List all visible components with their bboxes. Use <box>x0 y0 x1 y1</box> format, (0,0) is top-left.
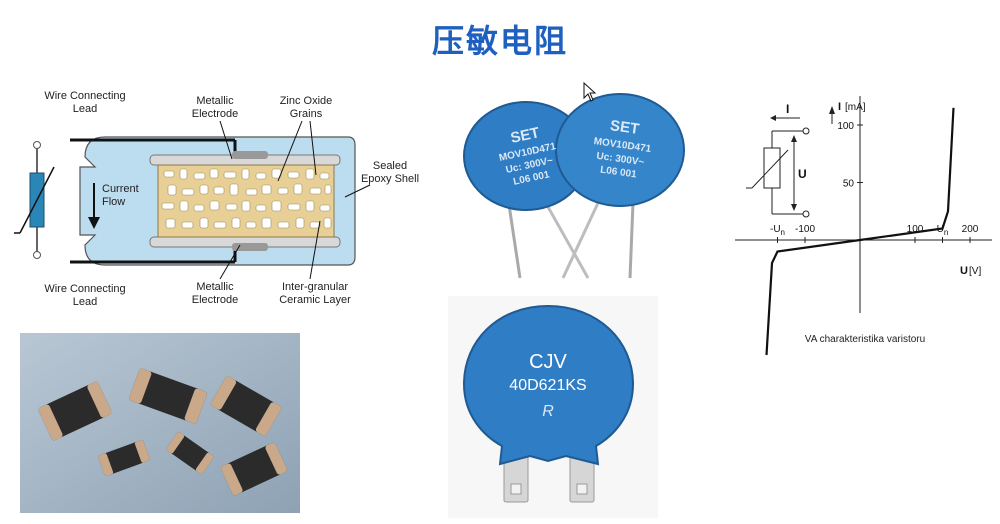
zinc-oxide-label-1: Zinc Oxide <box>280 95 333 107</box>
big-mov-brand: CJV <box>529 351 567 373</box>
intergranular-label-1: Inter-granular <box>282 281 348 293</box>
x-axis-label: U <box>960 265 968 277</box>
metallic-electrode-bottom-label-2: Electrode <box>192 294 238 306</box>
x-tick-label: 100 <box>907 224 924 235</box>
va-caption: VA charakteristika varistoru <box>805 334 925 345</box>
big-mov-model: 40D621KS <box>509 377 586 394</box>
wire-lead-bottom-label-1: Wire Connecting <box>44 283 125 295</box>
zinc-oxide-grains <box>161 168 332 229</box>
va-circuit <box>746 115 810 218</box>
circuit-current-label: I <box>786 102 789 116</box>
x-tick-label: Un <box>937 224 949 237</box>
current-flow-label-1: Current <box>102 183 139 195</box>
x-tick-label: 200 <box>962 224 979 235</box>
mouse-pointer-icon <box>583 82 597 102</box>
disc-varistors-photo: SET MOV10D471 Uc: 300V~ L06 001 SET MOV1… <box>463 93 685 279</box>
va-curve <box>765 107 955 356</box>
circuit-voltage-label: U <box>798 167 807 181</box>
varistor-symbol-icon <box>14 141 55 259</box>
large-varistor-photo: CJV 40D621KS R <box>448 296 658 518</box>
metallic-electrode-top-label-1: Metallic <box>196 95 234 107</box>
current-flow-arrow-icon <box>88 183 100 229</box>
varistor-cross-section-diagram: Current Flow Wire Connecting Lead Wire C… <box>14 90 419 308</box>
intergranular-label-2: Ceramic Layer <box>279 294 351 306</box>
wire-lead-top-label-2: Lead <box>73 103 97 115</box>
y-tick-label: 100 <box>837 121 854 132</box>
wire-lead-bottom-label-2: Lead <box>73 296 97 308</box>
sealed-shell-label-2: Epoxy Shell <box>361 173 419 185</box>
y-axis-label: I <box>838 101 841 113</box>
y-axis-unit: [mA] <box>845 102 866 113</box>
x-tick-label: -Un <box>770 224 785 237</box>
sealed-shell-label-1: Sealed <box>373 160 407 172</box>
zinc-oxide-label-2: Grains <box>290 108 323 120</box>
x-axis-unit: [V] <box>969 266 981 277</box>
ul-mark-icon: R <box>542 403 554 420</box>
mov-left-brand: SET <box>509 124 541 147</box>
metallic-electrode-top-label-2: Electrode <box>192 108 238 120</box>
mov-right-brand: SET <box>609 117 640 138</box>
x-tick-label: -100 <box>795 224 815 235</box>
current-flow-label-2: Flow <box>102 196 125 208</box>
smd-varistors-photo <box>20 333 300 513</box>
mov-right-lot: L06 001 <box>599 165 637 181</box>
page-title: 压敏电阻 <box>431 22 568 60</box>
wire-lead-top-label-1: Wire Connecting <box>44 90 125 102</box>
y-tick-label: 50 <box>843 179 855 190</box>
metallic-electrode-bottom-label-1: Metallic <box>196 281 234 293</box>
